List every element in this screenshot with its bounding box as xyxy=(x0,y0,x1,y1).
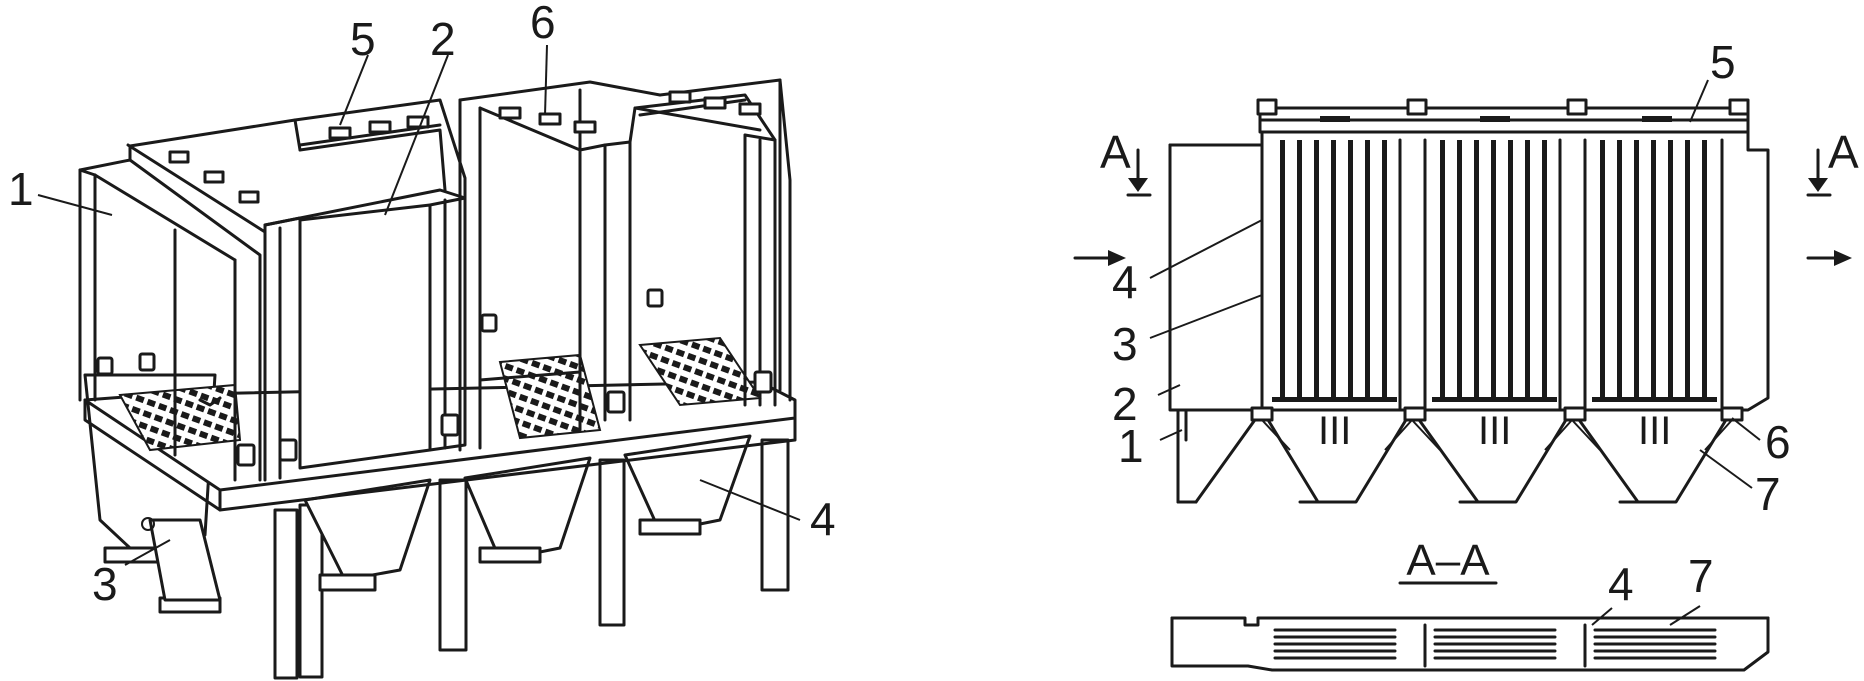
iso-label-4: 4 xyxy=(810,493,836,545)
filter-bank-2 xyxy=(1423,138,1562,410)
filter-bank-3 xyxy=(1583,138,1724,410)
hoppers xyxy=(83,373,752,614)
filter-bank-1 xyxy=(1260,138,1402,410)
iso-label-1: 1 xyxy=(8,163,34,215)
module-left xyxy=(78,118,302,482)
module-middle xyxy=(263,98,467,482)
elevation-leaders xyxy=(1149,79,1761,489)
plan-title: A–A xyxy=(1406,536,1490,585)
hopper-mark-1: III xyxy=(1318,409,1351,453)
section-mark-left: A xyxy=(1100,126,1131,178)
hopper-mark-2: III xyxy=(1478,409,1511,453)
iso-label-2: 2 xyxy=(430,13,456,65)
iso-label-5: 5 xyxy=(350,13,376,65)
elevation-hoppers xyxy=(1176,406,1744,504)
elev-label-1: 1 xyxy=(1118,420,1144,472)
plan-section: A–A 4 7 xyxy=(1170,536,1770,672)
elev-label-2: 2 xyxy=(1112,378,1138,430)
iso-leaders xyxy=(37,44,801,566)
floor-grating xyxy=(118,383,242,452)
elev-label-4: 4 xyxy=(1112,256,1138,308)
section-mark-right: A xyxy=(1828,126,1859,178)
elev-label-7: 7 xyxy=(1755,468,1781,520)
elev-label-5: 5 xyxy=(1710,36,1736,88)
module-right xyxy=(458,78,792,452)
elevation-view: III III III A A 1 2 xyxy=(1073,36,1859,520)
hopper-mark-3: III xyxy=(1638,409,1671,453)
isometric-view: 1 2 3 4 5 6 xyxy=(8,0,836,680)
elev-label-3: 3 xyxy=(1112,318,1138,370)
plan-label-7: 7 xyxy=(1688,550,1714,602)
section-marks xyxy=(1073,148,1852,266)
plan-label-4: 4 xyxy=(1608,558,1634,610)
elev-label-6: 6 xyxy=(1765,416,1791,468)
plan-bag-rows xyxy=(1273,628,1717,660)
iso-label-3: 3 xyxy=(92,558,118,610)
iso-label-6: 6 xyxy=(530,0,556,48)
